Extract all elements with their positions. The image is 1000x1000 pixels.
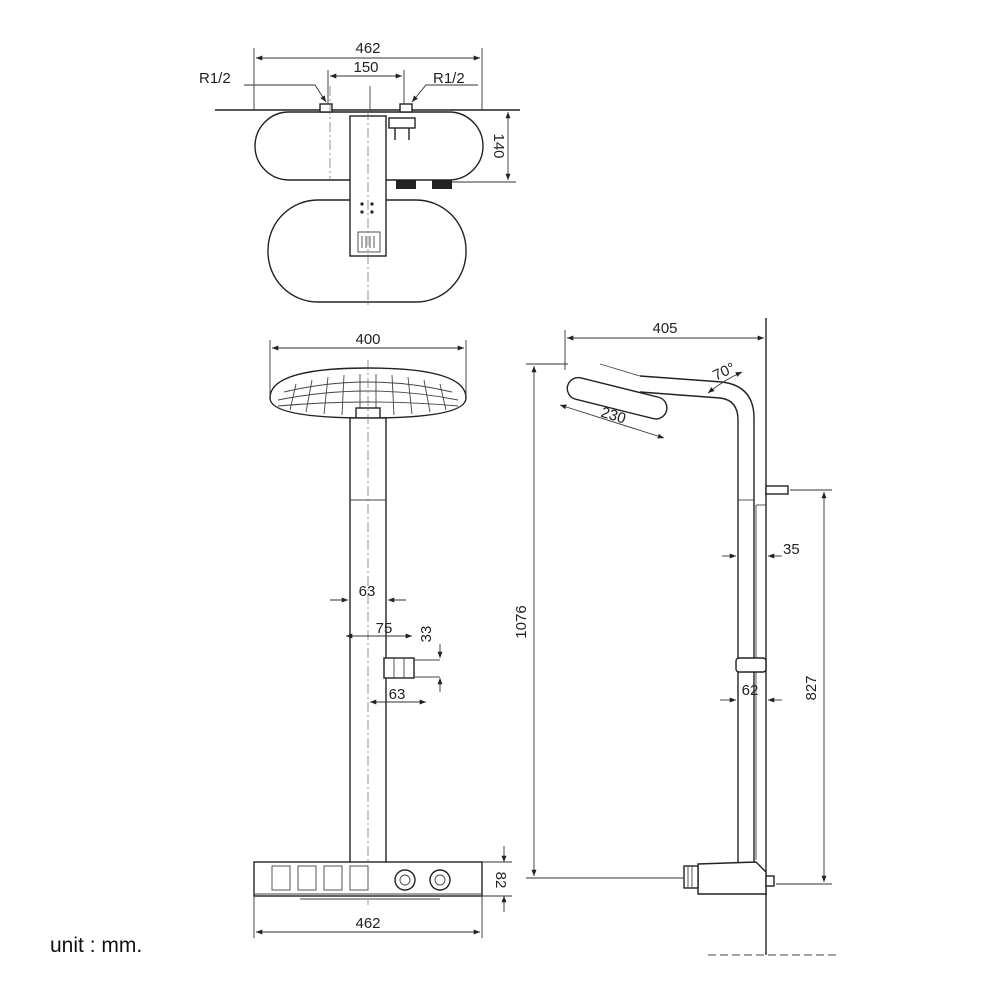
top-view: 462 150 R1/2 R1/2 140 xyxy=(199,40,520,305)
unit-label: unit : mm. xyxy=(50,934,143,957)
dim-top-width: 462 xyxy=(355,40,380,57)
dim-holder-width: 75 xyxy=(376,620,393,637)
valve-knob-right xyxy=(429,869,451,891)
dim-bottom-width: 462 xyxy=(355,915,380,932)
front-view: 400 63 75 33 63 xyxy=(253,331,512,938)
dim-valve-height: 82 xyxy=(492,872,509,889)
dim-total-height: 1076 xyxy=(513,605,530,638)
knob-right-top xyxy=(432,180,452,189)
valve-knob-left xyxy=(394,869,416,891)
dim-holder-depth: 63 xyxy=(389,686,406,703)
holder-side xyxy=(735,657,767,673)
shower-arm xyxy=(639,375,755,862)
dim-holder-height: 33 xyxy=(418,626,435,643)
valve-side xyxy=(697,861,767,895)
dim-head-width: 400 xyxy=(355,331,380,348)
dim-inlet-left: R1/2 xyxy=(199,70,231,87)
dim-reach: 405 xyxy=(652,320,677,337)
column-cap-top xyxy=(357,231,381,253)
dim-depth: 140 xyxy=(490,133,507,158)
side-view: 405 70° 230 1076 35 62 827 xyxy=(513,318,840,956)
dim-height-827: 827 xyxy=(803,675,820,700)
valve-buttons xyxy=(271,865,369,891)
dim-pipe-diameter: 63 xyxy=(359,583,376,600)
dim-head-diameter: 230 xyxy=(599,404,628,428)
dim-holder-offset: 62 xyxy=(742,682,759,699)
hand-shower-holder xyxy=(383,657,415,679)
knob-left-top xyxy=(396,180,416,189)
dim-angle: 70° xyxy=(710,359,738,384)
dim-inlet-right: R1/2 xyxy=(433,70,465,87)
dim-inlet-spacing: 150 xyxy=(353,59,378,76)
dim-slide-bar: 35 xyxy=(783,541,800,558)
